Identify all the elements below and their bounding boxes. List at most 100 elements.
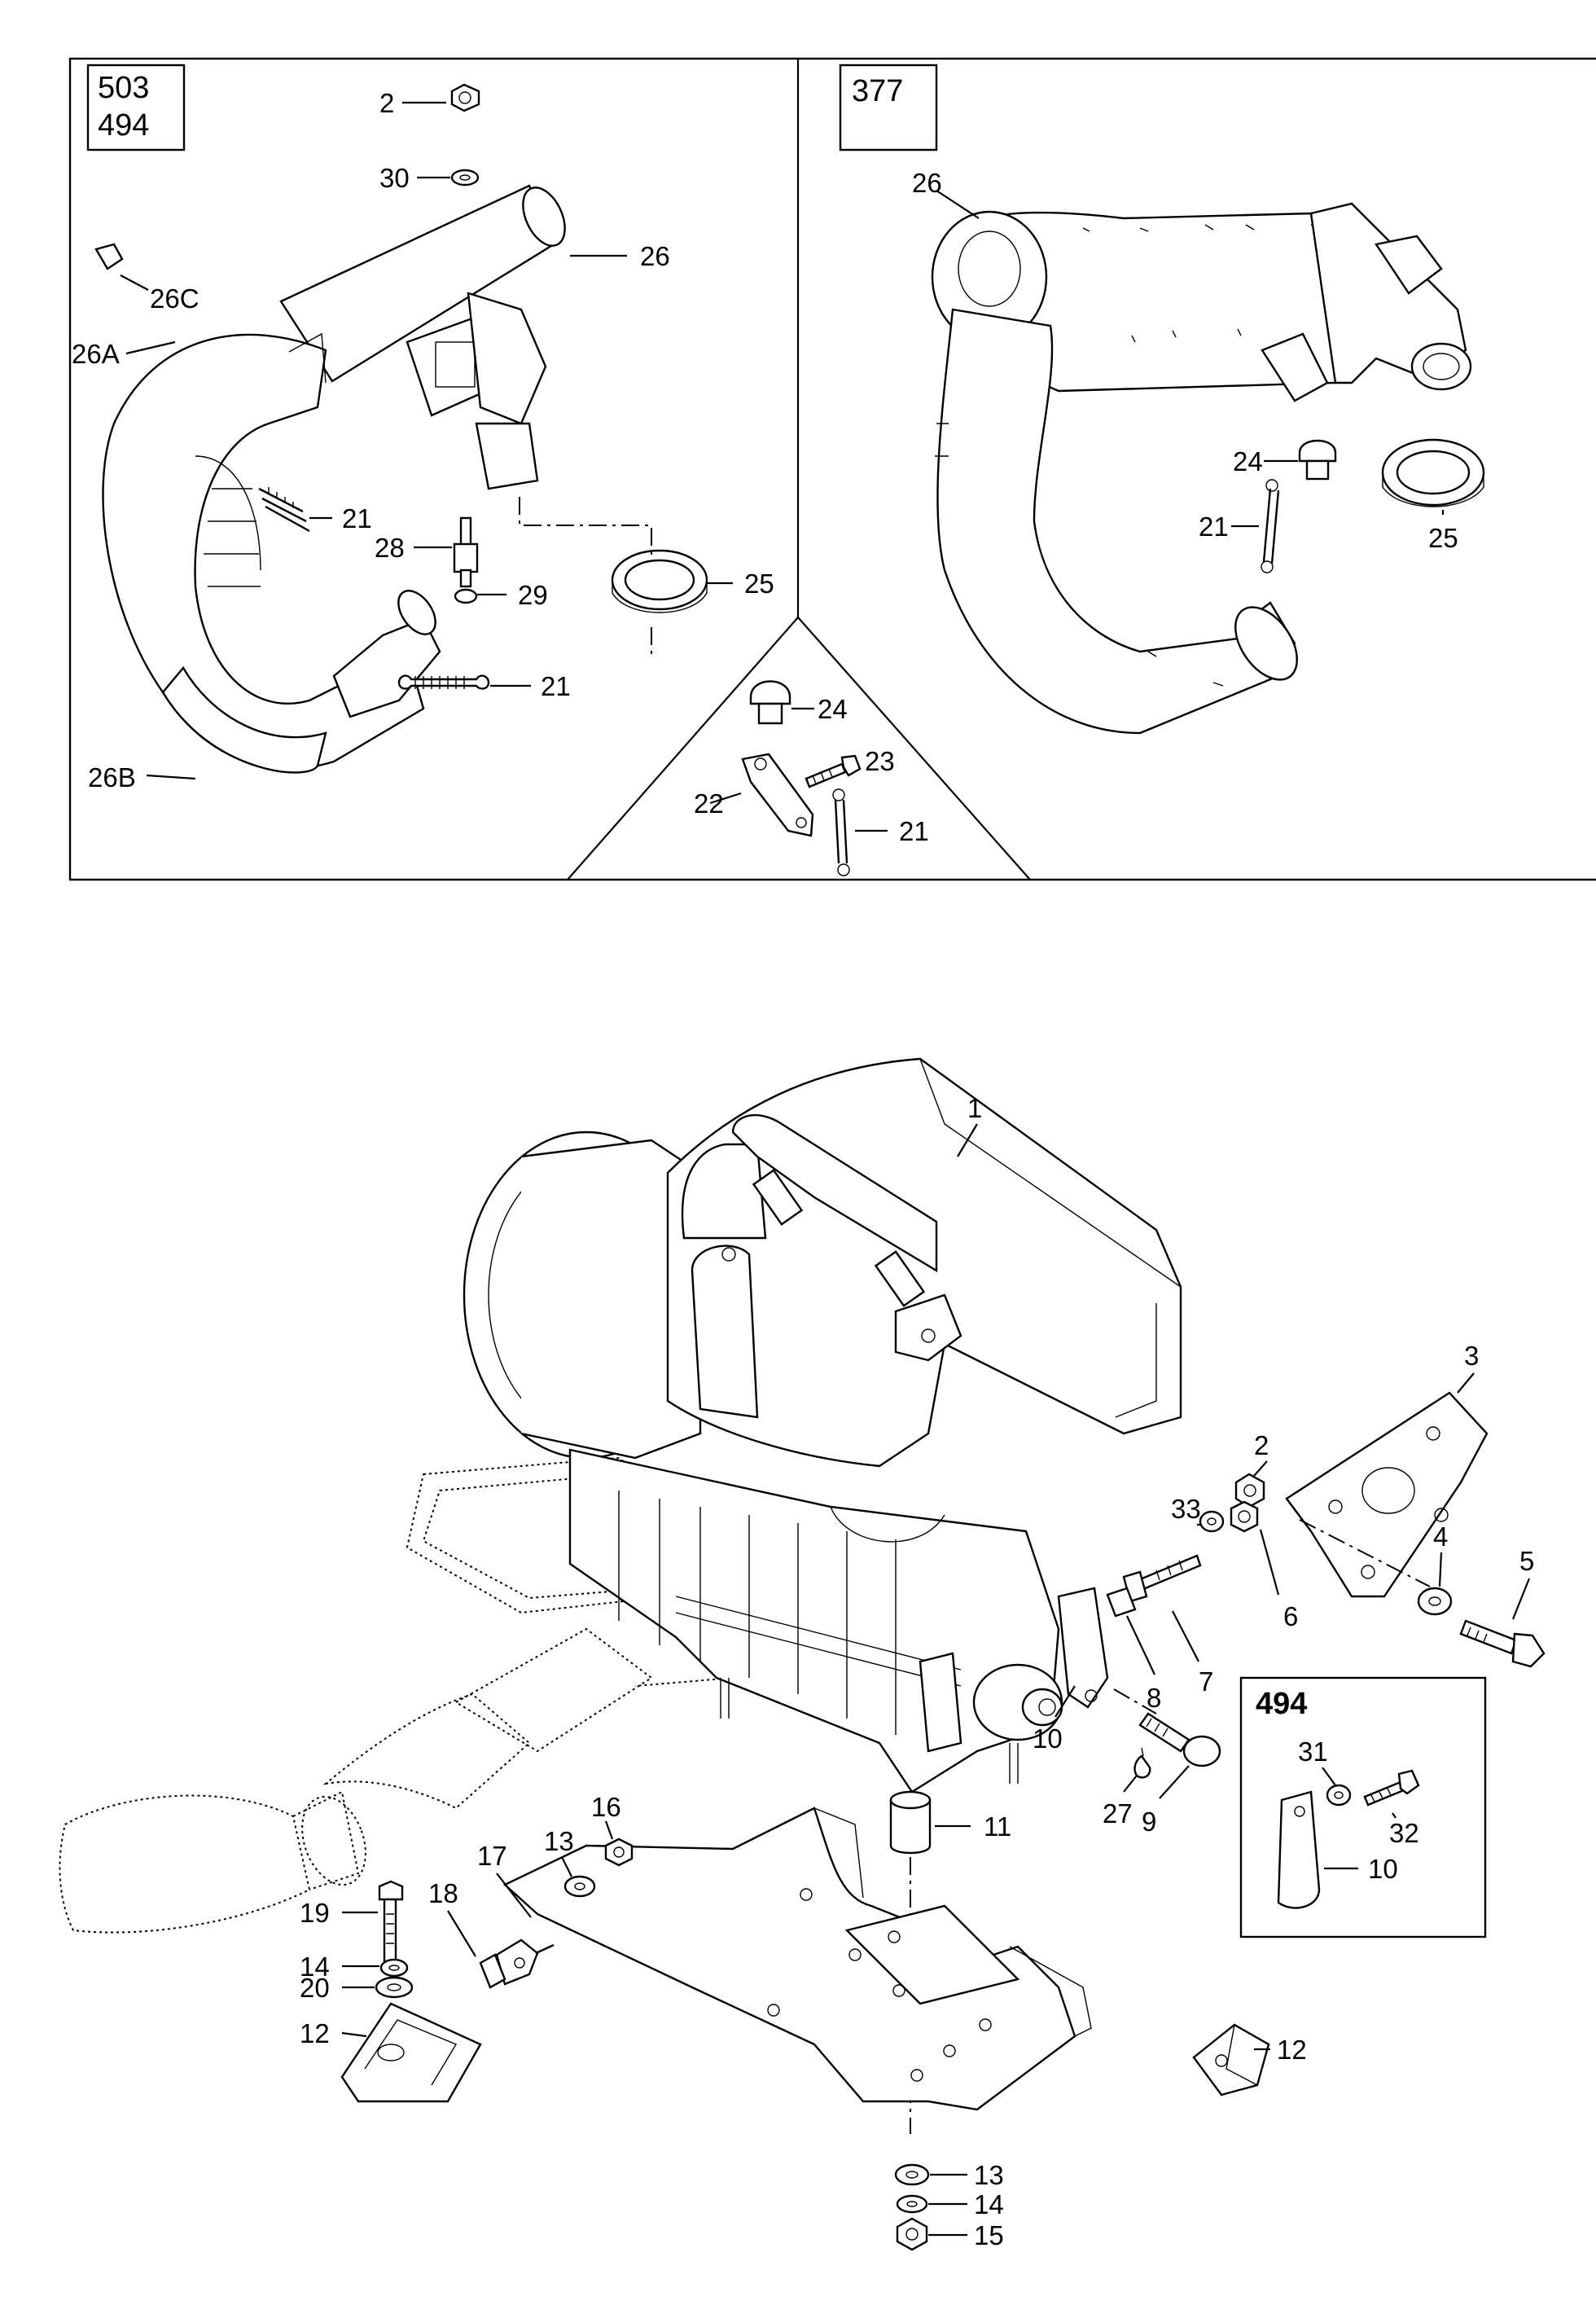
washer-14-lower <box>896 2194 928 2214</box>
callout-9: 9 <box>1142 1807 1156 1837</box>
bracket-10-inset <box>1277 1790 1321 1909</box>
muffler-377 <box>931 202 1472 735</box>
callout-6: 6 <box>1283 1601 1298 1631</box>
model-377-label: 377 <box>852 74 903 108</box>
spring-21-right <box>1261 479 1280 573</box>
callout-13: 13 <box>974 2160 1004 2190</box>
callout-3: 3 <box>1464 1341 1479 1371</box>
nut-15 <box>896 2217 928 2251</box>
spring-21-mid <box>832 788 850 876</box>
clip-26c <box>94 243 124 270</box>
engine-1 <box>463 1057 1182 1824</box>
grommet-24-right <box>1298 439 1337 481</box>
bolt-32 <box>1363 1769 1420 1807</box>
washer-30 <box>450 169 480 187</box>
model-494-label: 494 <box>98 108 149 143</box>
nut-2-bottom <box>1234 1473 1265 1508</box>
spring-21-upper <box>258 487 310 533</box>
callout-4: 4 <box>1433 1521 1448 1552</box>
washer-31 <box>1326 1784 1352 1807</box>
top-right-callouts: 26 24 21 25 <box>912 168 1458 553</box>
centerline-25 <box>519 497 652 660</box>
washer-14-upper <box>379 1958 409 1978</box>
washer-29 <box>454 588 478 604</box>
callout-11: 11 <box>984 1811 1011 1842</box>
top-left-callouts: 2 30 26 26C 26A 21 28 29 25 21 26B <box>72 88 774 792</box>
rubber-mount-12-left <box>340 2002 482 2103</box>
callout-26b: 26B <box>88 762 136 792</box>
nut-6 <box>1230 1500 1259 1533</box>
grommet-24-mid <box>749 680 791 725</box>
spring-21-lower <box>397 674 490 690</box>
engine-mount-bracket-3 <box>1285 1391 1489 1598</box>
callout-25: 25 <box>744 569 774 599</box>
callout-33: 33 <box>1171 1494 1201 1524</box>
washer-13-upper <box>563 1875 596 1898</box>
callout-21: 21 <box>342 503 372 533</box>
callout-15: 15 <box>974 2220 1004 2250</box>
callout-32: 32 <box>1389 1818 1419 1848</box>
callout-10: 10 <box>1368 1854 1398 1884</box>
callout-10: 10 <box>1033 1723 1063 1754</box>
bolt-23 <box>805 754 862 788</box>
seal-25-left <box>611 549 708 613</box>
muffler-503-494 <box>102 184 566 774</box>
callout-5: 5 <box>1519 1546 1534 1576</box>
seal-25-right <box>1381 438 1485 507</box>
callout-18: 18 <box>428 1878 458 1908</box>
callout-20: 20 <box>300 1973 330 2003</box>
callout-21: 21 <box>541 671 571 701</box>
callout-26a: 26A <box>72 339 120 369</box>
callout-26c: 26C <box>150 283 200 314</box>
callout-2: 2 <box>379 88 394 118</box>
callout-1: 1 <box>967 1093 982 1123</box>
callout-14: 14 <box>300 1952 330 1982</box>
callout-24: 24 <box>818 694 848 724</box>
engine-plate-17 <box>502 1807 1092 2111</box>
callout-2: 2 <box>1254 1430 1269 1460</box>
callout-8: 8 <box>1147 1683 1161 1713</box>
bracket-10 <box>1057 1587 1109 1709</box>
callout-17: 17 <box>477 1841 507 1871</box>
callout-27: 27 <box>1103 1798 1133 1829</box>
top-left-leaders <box>120 101 733 780</box>
callout-12: 12 <box>1277 2035 1307 2065</box>
callout-12: 12 <box>300 2018 330 2048</box>
bolt-19 <box>378 1880 404 1966</box>
callout-21: 21 <box>1199 511 1229 542</box>
model-box-503-494: 503 494 <box>86 64 186 151</box>
callout-16: 16 <box>591 1792 621 1822</box>
inset-494-label: 494 <box>1256 1687 1307 1721</box>
callout-28: 28 <box>375 533 405 563</box>
spacer-8 <box>1106 1587 1137 1618</box>
washer-4 <box>1417 1587 1453 1616</box>
inset-494: 494 31 32 10 <box>1239 1676 1487 1938</box>
washer-20 <box>375 1976 414 1999</box>
callout-13: 13 <box>544 1826 574 1856</box>
sensor-18 <box>479 1938 555 1989</box>
model-503-label: 503 <box>98 71 149 105</box>
bolt-9 <box>1138 1712 1221 1767</box>
washer-33 <box>1199 1510 1225 1533</box>
callout-31: 31 <box>1298 1736 1328 1767</box>
rubber-mount-12-right <box>1192 2023 1270 2096</box>
centerline-mount <box>1113 1519 1431 1714</box>
callout-23: 23 <box>865 746 895 776</box>
nut-2-top <box>450 83 480 112</box>
spacer-11 <box>889 1790 932 1855</box>
callout-30: 30 <box>379 163 410 193</box>
adhesive-27 <box>1133 1747 1151 1779</box>
top-right-leaders <box>936 190 1445 528</box>
bottom-callouts: 1 3 2 33 4 5 6 7 8 10 27 9 11 16 13 17 1… <box>300 1093 1534 2250</box>
callout-25: 25 <box>1428 523 1458 553</box>
callout-24: 24 <box>1233 446 1263 476</box>
callout-14: 14 <box>974 2189 1004 2219</box>
bracket-22 <box>741 753 814 837</box>
callout-21: 21 <box>899 816 929 846</box>
model-box-377: 377 <box>839 64 938 151</box>
callout-19: 19 <box>300 1898 330 1928</box>
mid-leaders <box>709 707 888 832</box>
exhaust-section-frame <box>68 57 1596 881</box>
bottom-leaders <box>341 1123 1531 2237</box>
